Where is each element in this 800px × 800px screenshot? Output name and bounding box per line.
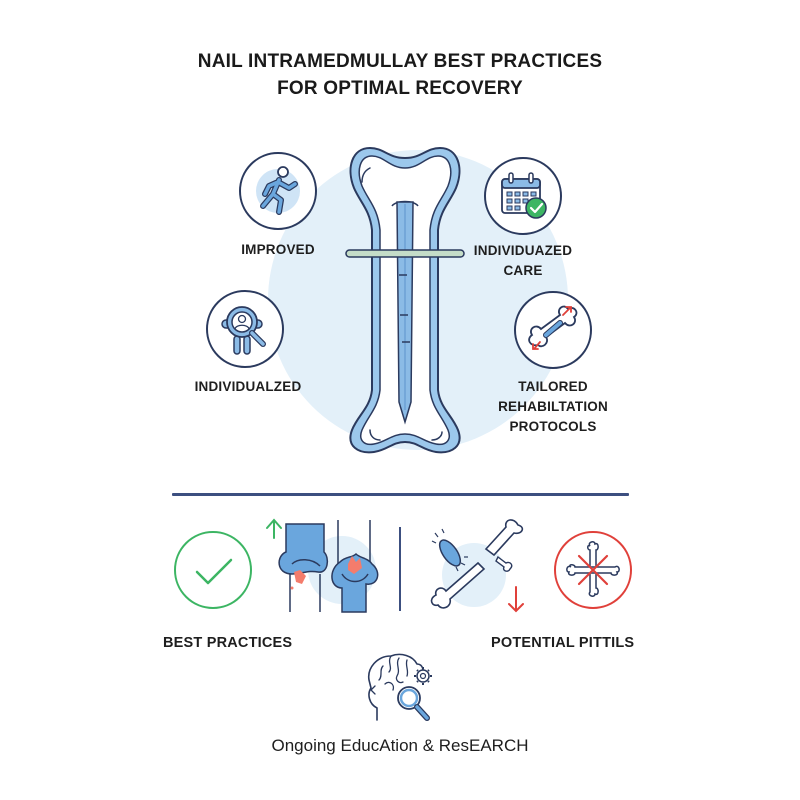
section-divider [172,493,629,496]
individuazed-care-label: INDIVIDUAZED CARE [463,241,583,281]
arrow-up-icon [266,518,282,539]
potential-pitfalls-label: POTENTIAL PITTILS [491,635,635,651]
joint-bones-icon [262,518,392,614]
vertical-divider [399,527,401,611]
calendar-check-icon [501,172,547,219]
tailored-rehab-label: TAILORED REHABILTATION PROTOCOLS [493,377,613,437]
footer-label: Ongoing EducAtion & ResEARCH [271,736,529,755]
bone-arrows-icon [528,305,578,350]
crossed-bones-icon [553,530,633,610]
best-practices-label: BEST PRACTICES [163,635,293,651]
tailored-rehab-label-line-3: PROTOCOLS [509,419,597,434]
tailored-rehab-icon-circle [514,291,592,369]
individualzed-label-line: INDIVIDUALZED [194,379,302,394]
title-line-1: NAIL INTRAMEDMULLAY BEST PRACTICES [197,51,603,72]
person-magnifier-icon [221,306,266,355]
bone-nail-icon [340,140,470,458]
individuazed-care-icon-circle [484,157,562,235]
individuazed-care-label-line-2: CARE [503,263,543,278]
arrow-down-icon [508,586,524,613]
title-line-2: FOR OPTIMAL RECOVERY [277,78,523,99]
improved-label-line: IMPROVED [241,242,315,257]
running-person-icon [256,166,300,215]
page-title: NAIL INTRAMEDMULLAY BEST PRACTICES FOR O… [0,48,800,102]
individuazed-care-label-line-1: INDIVIDUAZED [473,243,573,258]
brain-gear-magnifier-icon [365,650,445,724]
improved-icon-circle [239,152,317,230]
tailored-rehab-label-line-1: TAILORED [518,379,588,394]
improved-label: IMPROVED [218,240,338,260]
individualzed-icon-circle [206,290,284,368]
check-circle-icon [173,530,253,610]
tailored-rehab-label-line-2: REHABILTATION [498,399,608,414]
individualzed-label: INDIVIDUALZED [188,377,308,397]
bacteria-broken-bone-icon [428,515,538,615]
